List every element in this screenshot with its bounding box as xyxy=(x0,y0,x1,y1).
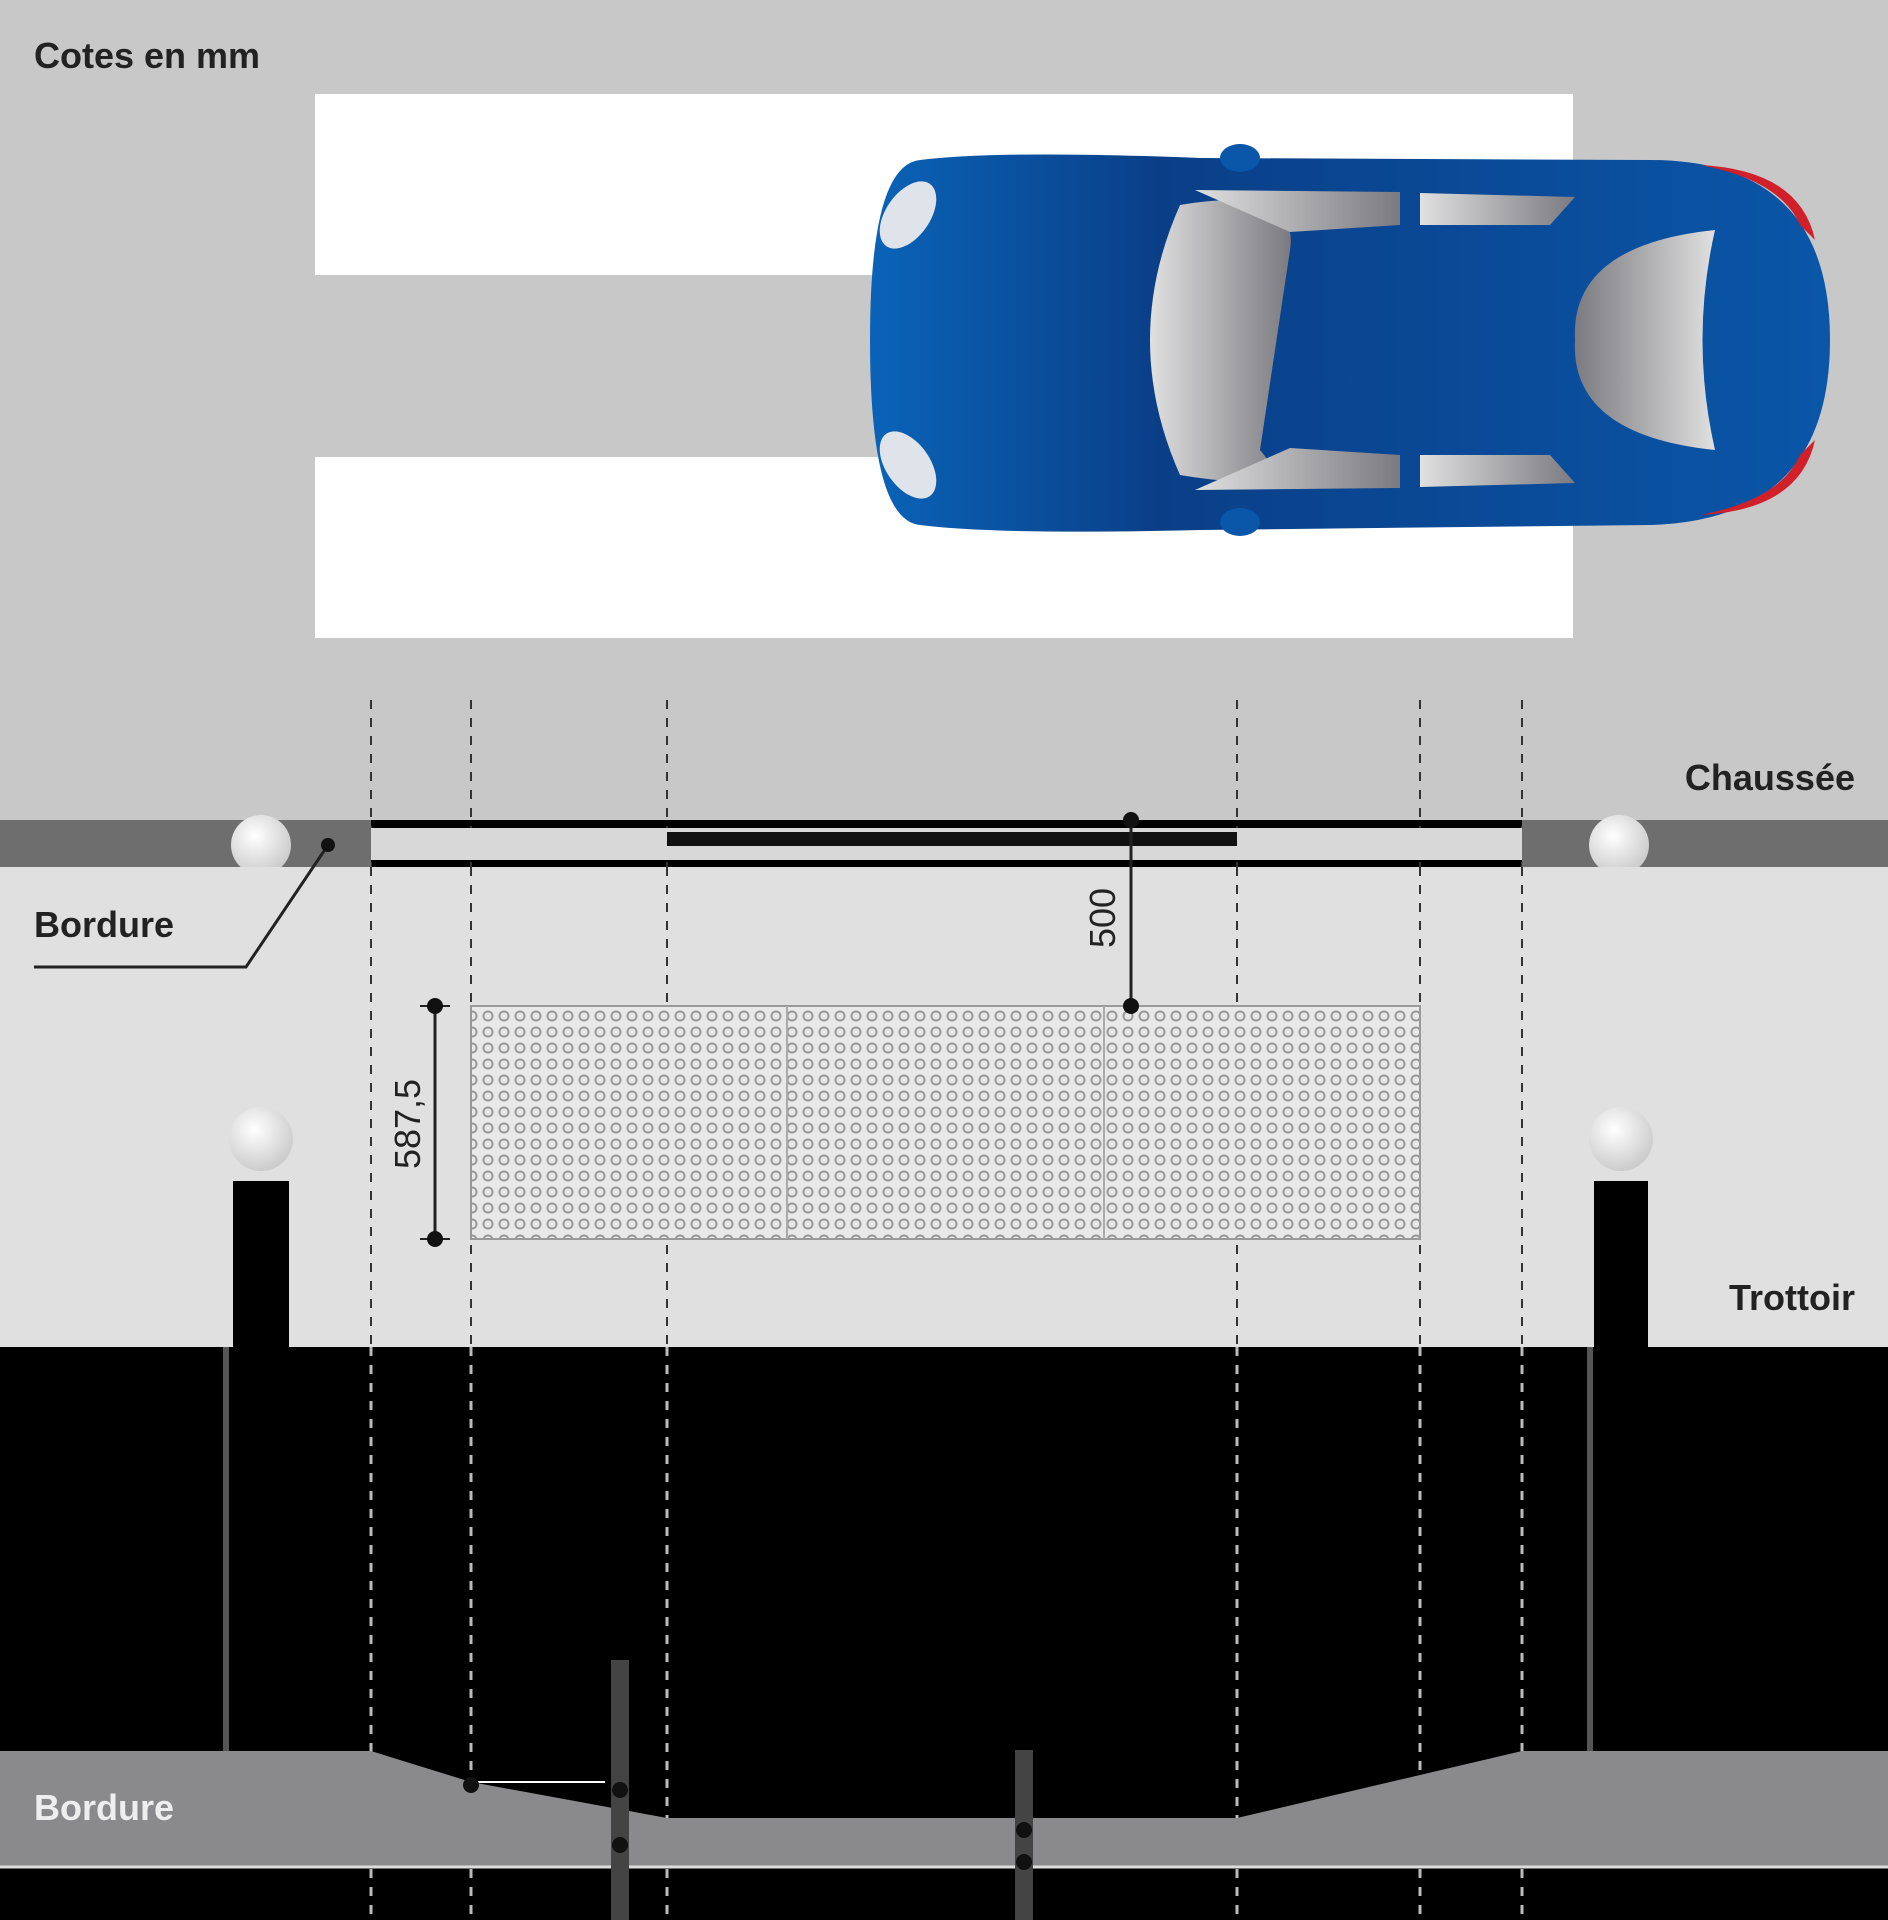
cross-section-lines xyxy=(223,1347,1593,1920)
label-bordure-bottom: Bordure xyxy=(34,1787,174,1828)
curb-bordure xyxy=(0,820,371,867)
dimension-587-5: 587,5 xyxy=(387,998,450,1247)
label-trottoir: Trottoir xyxy=(1729,1277,1855,1318)
tactile-warning-pad xyxy=(470,1005,1421,1240)
bordure-leader-line xyxy=(34,844,330,969)
bollard-light xyxy=(1589,1107,1653,1171)
car-top-view xyxy=(870,144,1830,536)
svg-text:587,5: 587,5 xyxy=(387,1079,428,1169)
label-chaussee: Chaussée xyxy=(1685,757,1855,798)
svg-text:500: 500 xyxy=(1082,888,1123,948)
label-bordure-top: Bordure xyxy=(34,904,174,945)
bollard-light xyxy=(229,1107,293,1171)
curb-bordure xyxy=(1522,820,1888,867)
lowered-curb-center xyxy=(667,832,1237,846)
curb-light xyxy=(231,815,291,875)
curb-profile-bordure xyxy=(0,1751,1888,1867)
cross-section-dimension-marks xyxy=(463,1660,1033,1920)
title-cotes: Cotes en mm xyxy=(34,35,260,76)
curb-light xyxy=(1589,815,1649,875)
dimension-500: 500 xyxy=(1082,812,1139,1014)
